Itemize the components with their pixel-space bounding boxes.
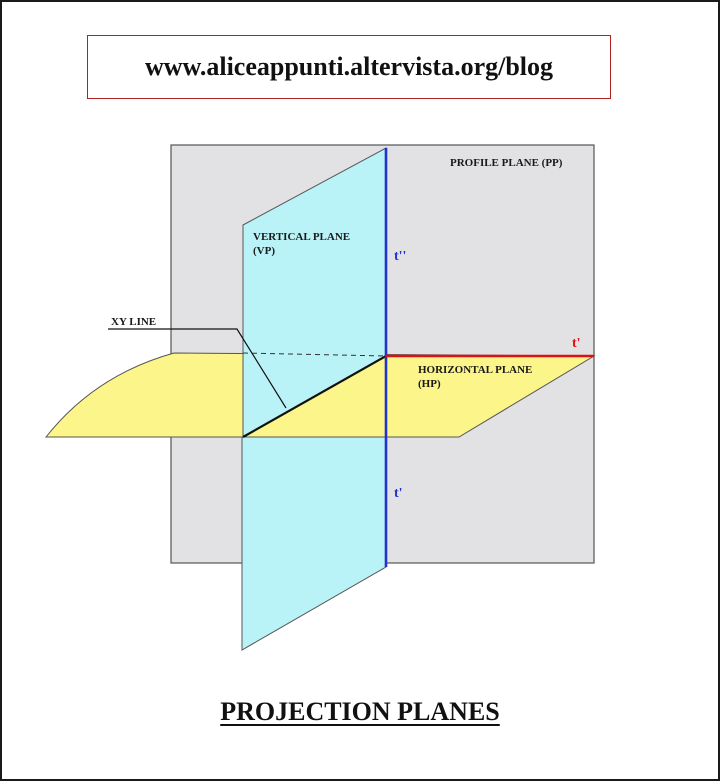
trace-pp-label: t' — [394, 486, 403, 501]
trace-hp-label: t' — [572, 336, 581, 351]
horizontal-plane-label: HORIZONTAL PLANE — [418, 364, 532, 376]
xy-line-leader — [108, 328, 287, 409]
xy-line-label: XY LINE — [111, 316, 156, 328]
hidden-edge — [242, 352, 387, 357]
xy-line — [242, 355, 387, 438]
vertical-plane-label: VERTICAL PLANE — [253, 231, 350, 243]
horizontal-plane — [44, 352, 596, 438]
caption-text: PROJECTION PLANES — [220, 697, 500, 726]
url-text: www.aliceappunti.altervista.org/blog — [144, 52, 554, 81]
page-caption: PROJECTION PLANES — [0, 697, 720, 727]
vertical-plane-abbrev: (VP) — [253, 245, 275, 257]
trace-vp-label: t'' — [394, 249, 406, 264]
url-banner[interactable]: www.aliceappunti.altervista.org/blog — [87, 35, 611, 99]
horizontal-plane-abbrev: (HP) — [418, 378, 441, 390]
profile-plane-label: PROFILE PLANE (PP) — [450, 157, 563, 169]
